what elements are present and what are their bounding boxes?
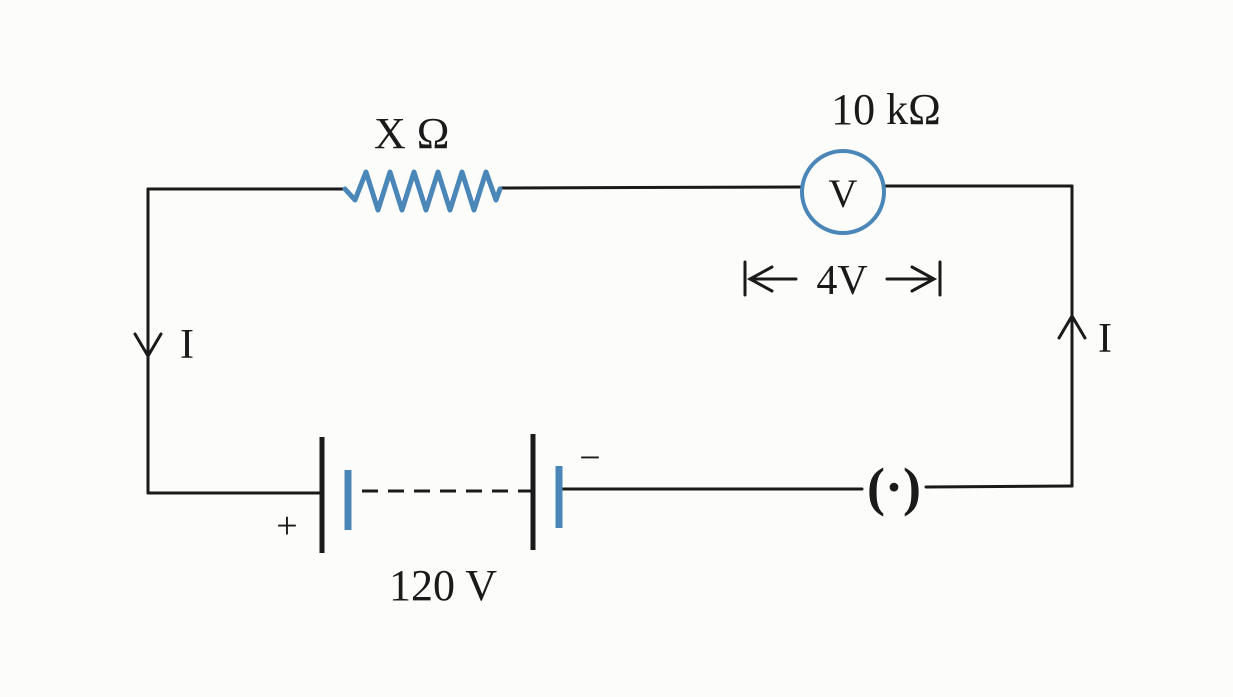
voltmeter-resistance-label: 10 kΩ	[831, 85, 941, 134]
battery	[319, 434, 563, 553]
minus-terminal-label: −	[579, 437, 600, 479]
battery-label: 120 V	[389, 561, 497, 610]
resistor-label: X Ω	[374, 109, 449, 158]
indicator-right-arrow	[885, 265, 938, 293]
bottom-right-wire	[924, 484, 1074, 489]
indicator-left-arrow	[746, 265, 798, 293]
voltmeter-reading-label: 4V	[816, 258, 867, 304]
voltmeter-symbol: V	[829, 171, 858, 216]
resistor-x	[342, 169, 503, 213]
unknown-element: (·)	[867, 457, 921, 517]
plus-terminal-label: +	[276, 505, 297, 547]
voltmeter	[800, 149, 886, 235]
circuit-wires	[146, 184, 1074, 495]
current-label-right: I	[1098, 316, 1112, 362]
current-arrow-up-icon	[1057, 313, 1087, 340]
current-label-left: I	[180, 322, 194, 368]
top-middle-wire	[498, 185, 802, 190]
voltage-indicator: 4V	[743, 258, 942, 304]
current-arrow-down-icon	[133, 332, 163, 359]
